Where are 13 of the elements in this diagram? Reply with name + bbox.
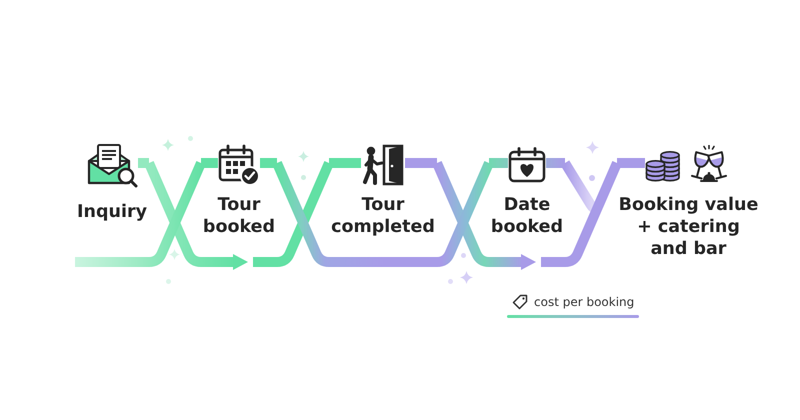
flow-arrow xyxy=(432,161,536,270)
flow-ribbon xyxy=(272,161,383,267)
stage-label: Booking value + catering and bar xyxy=(618,194,760,260)
stage-label: Date booked xyxy=(490,194,564,238)
flow-ribbon xyxy=(541,161,622,267)
legend-label: cost per booking xyxy=(534,294,634,310)
stage-label: Tour booked xyxy=(202,194,276,238)
flow-ribbon xyxy=(253,161,334,267)
flow-ribbon xyxy=(75,161,206,267)
flow-arrow xyxy=(144,161,248,270)
stage-label: Tour completed xyxy=(330,194,436,238)
stage-label: Inquiry xyxy=(76,201,148,223)
flow-ribbon xyxy=(383,161,494,267)
